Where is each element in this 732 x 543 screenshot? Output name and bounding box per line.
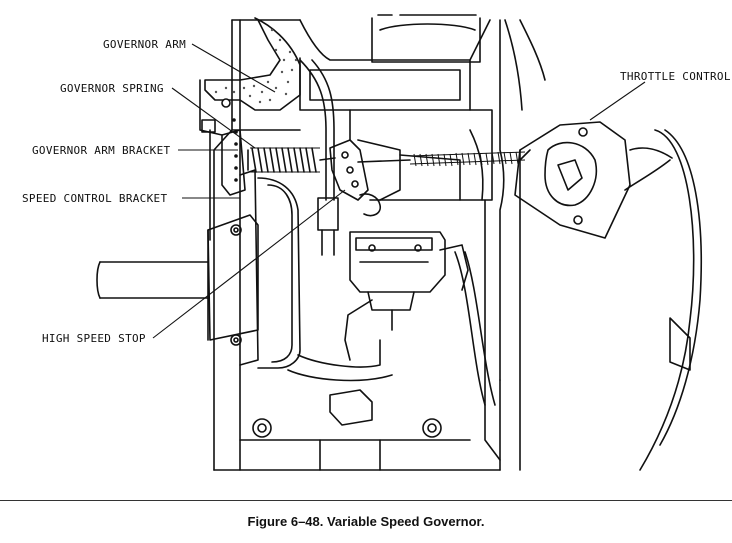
label-governor-spring: GOVERNOR SPRING — [60, 82, 164, 95]
label-throttle-control: THROTTLE CONTROL — [620, 70, 731, 83]
speed-control-bracket-part — [329, 139, 461, 217]
base-hardware — [239, 389, 471, 471]
fuel-cap — [371, 14, 481, 63]
engine-block — [213, 19, 546, 471]
label-high-speed-stop: HIGH SPEED STOP — [42, 332, 146, 345]
linkage-rod — [287, 59, 393, 382]
leader-lines — [152, 43, 646, 339]
label-governor-arm-bracket: GOVERNOR ARM BRACKET — [32, 144, 171, 157]
throttle-control-part — [514, 121, 673, 239]
muffler-housing — [207, 169, 301, 369]
output-shaft — [96, 261, 209, 299]
carburetor — [344, 231, 496, 406]
governor-arm-bracket-part — [199, 79, 246, 241]
governor-arm — [204, 17, 301, 111]
figure-caption: Figure 6–48. Variable Speed Governor. — [247, 514, 485, 529]
label-speed-control-bracket: SPEED CONTROL BRACKET — [22, 192, 167, 205]
caption-rule — [0, 500, 732, 501]
engine-cover-right — [519, 129, 703, 471]
governor-spring — [247, 147, 336, 173]
label-governor-arm: GOVERNOR ARM — [103, 38, 186, 51]
throttle-cable — [357, 151, 526, 167]
